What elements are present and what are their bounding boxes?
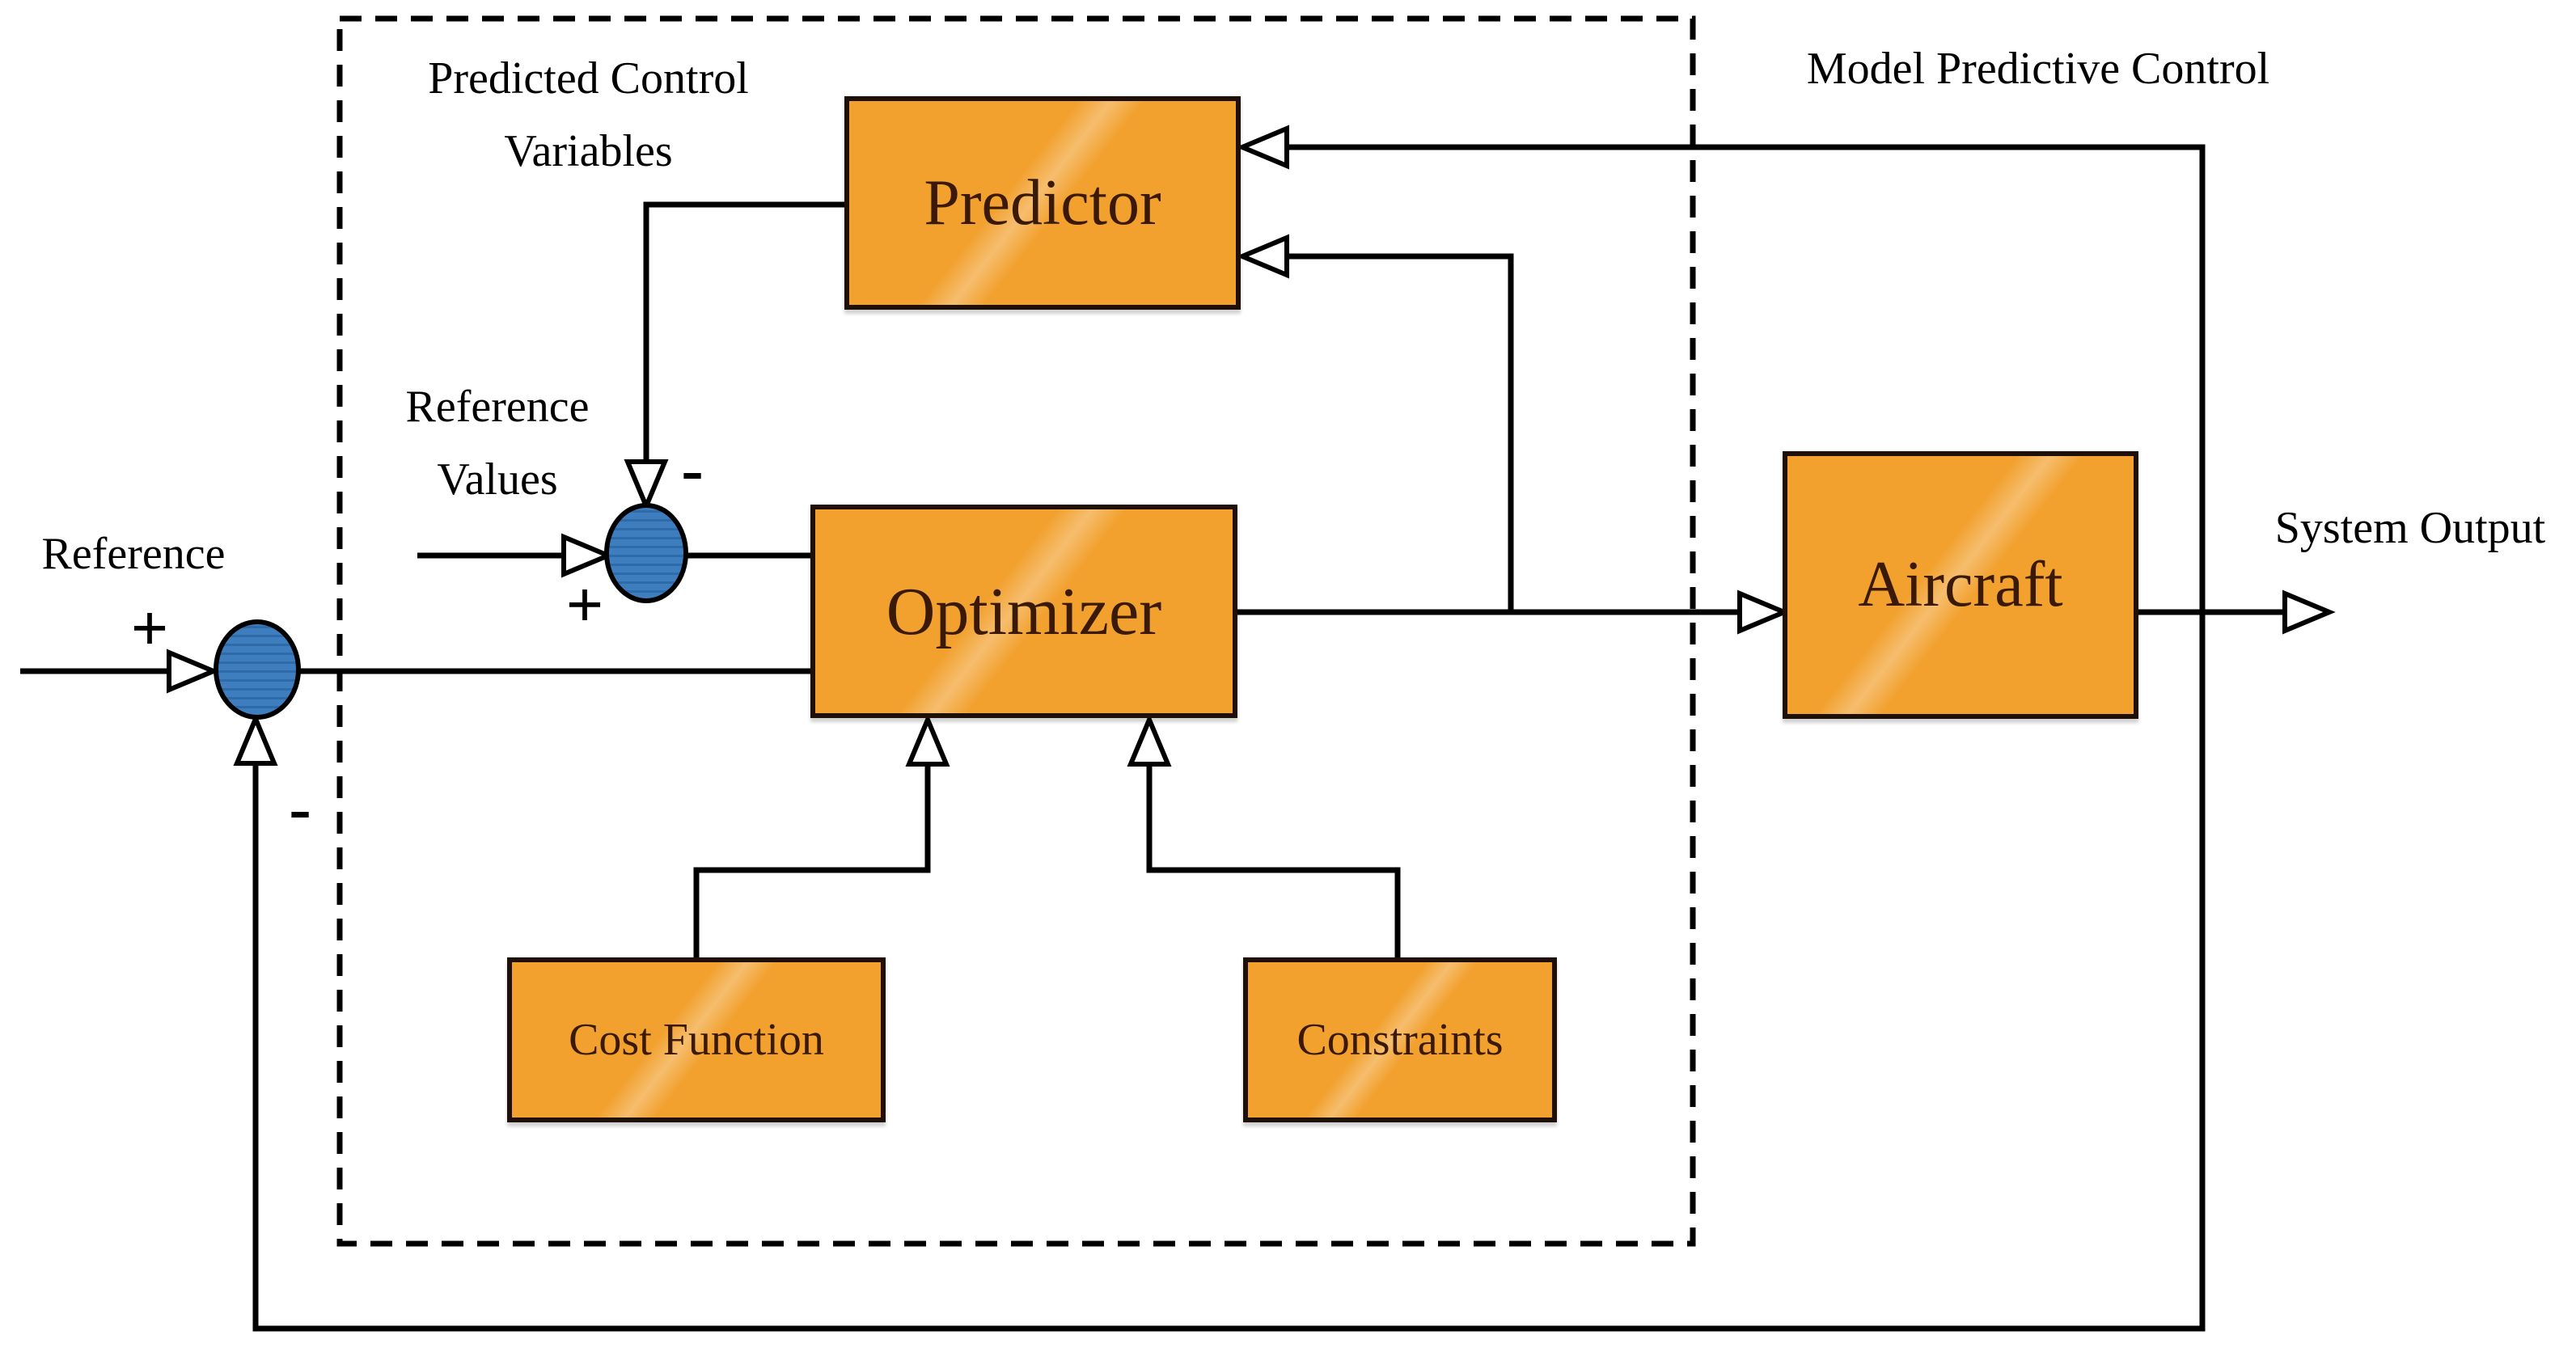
arrowhead-up-into-left-sum: [233, 712, 278, 766]
left-sum-minus-sign: -: [289, 771, 311, 845]
model-predictive-control-label: Model Predictive Control: [1806, 44, 2270, 94]
summing-junction-reference: [214, 619, 301, 720]
line-output-feedback: [252, 144, 2206, 1332]
arrowhead-system-output: [2282, 589, 2336, 635]
arrowhead-cost-into-optimizer: [905, 713, 950, 767]
upper-sum-minus-sign: -: [681, 433, 704, 506]
constraints-label: Constraints: [1296, 1015, 1504, 1065]
optimizer-block: Optimizer: [810, 505, 1237, 718]
arrowhead-into-upper-sum: [561, 533, 615, 578]
line-branch-to-predictor: [1286, 253, 1514, 612]
aircraft-block: Aircraft: [1783, 451, 2138, 719]
predicted-control-variables-line2: Variables: [504, 126, 673, 176]
cost-function-block: Cost Function: [507, 957, 886, 1122]
constraints-block: Constraints: [1243, 957, 1557, 1122]
arrowhead-into-predictor-upper: [1236, 125, 1289, 170]
predictor-label: Predictor: [924, 167, 1161, 239]
reference-values-line2: Values: [437, 454, 558, 505]
system-output-label: System Output: [2274, 503, 2546, 553]
arrowhead-into-predictor-lower: [1236, 234, 1289, 279]
arrowhead-into-left-sum: [167, 649, 220, 694]
arrowhead-into-aircraft: [1737, 589, 1791, 635]
line-cost-function-to-optimizer: [693, 765, 931, 957]
reference-label: Reference: [41, 529, 226, 579]
reference-values-line1: Reference: [405, 382, 590, 432]
aircraft-label: Aircraft: [1858, 549, 2063, 620]
arrowhead-down-into-upper-sum: [624, 459, 669, 513]
optimizer-label: Optimizer: [886, 573, 1162, 649]
predictor-block: Predictor: [844, 96, 1241, 310]
mpc-boundary-dashed-box: [336, 15, 1696, 1247]
summing-junction-reference-values: [604, 503, 688, 603]
line-constraints-to-optimizer: [1146, 765, 1401, 957]
reference-values-label: Reference Values: [364, 370, 631, 516]
upper-sum-plus-sign: +: [565, 568, 604, 641]
cost-function-label: Cost Function: [569, 1015, 824, 1065]
predicted-control-variables-line1: Predicted Control: [428, 53, 749, 104]
line-predictor-to-upper-sum: [643, 201, 846, 461]
left-sum-plus-sign: +: [130, 591, 169, 665]
arrowhead-constraints-into-optimizer: [1127, 713, 1172, 767]
predicted-control-variables-label: Predicted Control Variables: [368, 42, 809, 188]
